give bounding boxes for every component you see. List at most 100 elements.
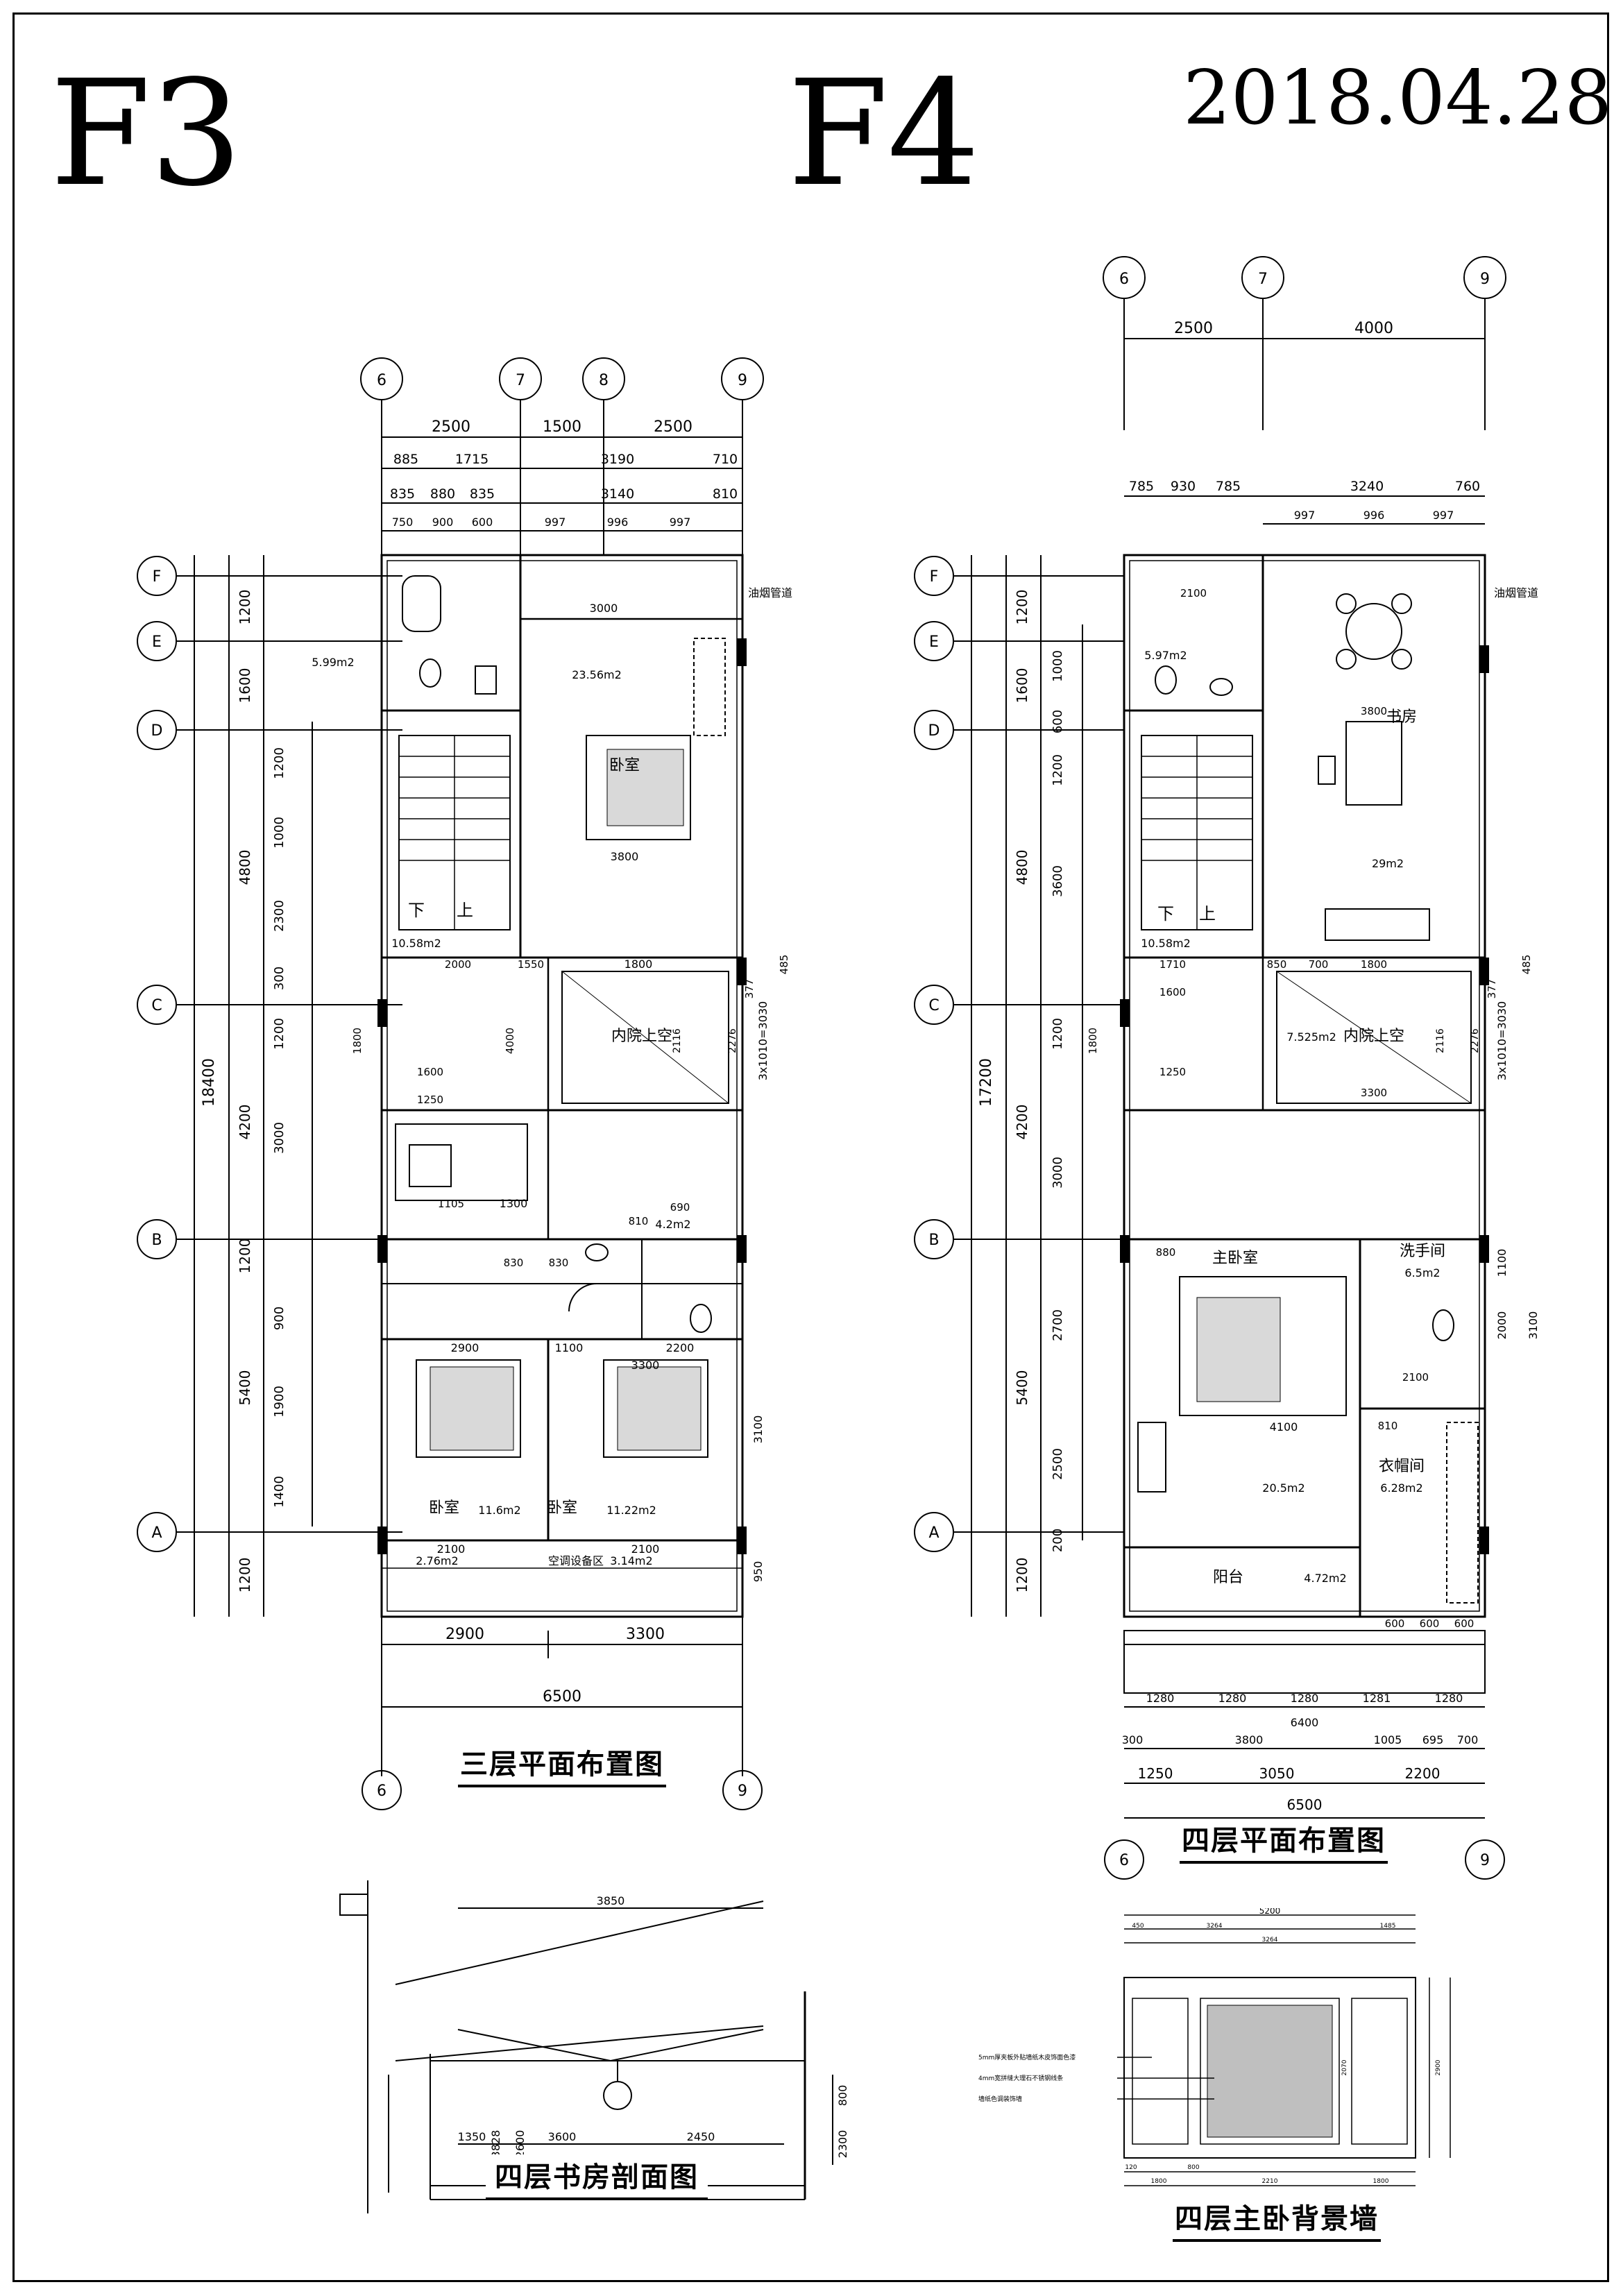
dim-text: 600 — [1454, 1617, 1475, 1630]
dim-text: 1281 — [1363, 1692, 1391, 1705]
axis-label-9-bottom: 9 — [1480, 1852, 1490, 1869]
dim-text: 1600 — [1014, 668, 1030, 704]
dim-text: 1250 — [417, 1094, 443, 1106]
elevation-master-bedroom-wall: 5mm厚夹板外贴墙纸木皮饰面色漆 4mm宽拼缝大理石不锈钢线条 墙纸色调装饰墙 … — [978, 1908, 1451, 2186]
caption-plan4: 四层平面布置图 — [1180, 1818, 1388, 1864]
dim-text: 996 — [1363, 509, 1385, 522]
dim-text: 810 — [629, 1215, 649, 1227]
dim-text: 830 — [504, 1257, 524, 1269]
dim-text: 1200 — [237, 1558, 253, 1593]
dim-text: 2200 — [666, 1341, 695, 1354]
dim-text: 3x1010=3030 — [1495, 1001, 1509, 1081]
dim-text: 1900 — [272, 1386, 287, 1418]
dim-text: 760 — [1455, 479, 1480, 494]
dim-text: 1800 — [351, 1028, 364, 1054]
dim-text: 810 — [713, 486, 738, 502]
axis-label-d: D — [151, 722, 163, 740]
stair-down-label: 下 — [408, 901, 425, 920]
dim-text: 1200 — [1014, 590, 1030, 625]
room-area: 4.72m2 — [1304, 1572, 1346, 1585]
dim-text: 1800 — [624, 958, 653, 971]
dim-text: 1715 — [455, 452, 488, 467]
room-area: 2.76m2 — [416, 1554, 458, 1567]
dim-text: 2000 — [445, 958, 471, 971]
axis-label-e: E — [929, 633, 939, 651]
drawing-date: 2018.04.28 — [1183, 55, 1613, 142]
room-area: 6.28m2 — [1380, 1481, 1422, 1495]
dim-text: 5400 — [237, 1370, 253, 1406]
dim-text: 3300 — [1361, 1087, 1387, 1099]
dim-text: 3850 — [597, 1894, 625, 1907]
dim-text: 1280 — [1435, 1692, 1463, 1705]
dim-text: 997 — [1433, 509, 1454, 522]
axis-label-a: A — [151, 1524, 162, 1542]
caption-elevation: 四层主卧背景墙 — [1173, 2196, 1381, 2242]
room-name: 洗手间 — [1400, 1243, 1445, 1260]
room-area: 4.2m2 — [655, 1218, 690, 1231]
axis-label-6: 6 — [1119, 271, 1129, 288]
floor-plan-3: 6 7 8 9 2500 1500 2500 885 1715 3190 710… — [137, 357, 792, 1810]
dim-text: 850 — [1267, 958, 1287, 971]
dim-text: 997 — [545, 516, 566, 529]
dim-text: 4800 — [1014, 850, 1030, 885]
axis-label-c: C — [928, 997, 939, 1014]
label-exhaust-duct: 油烟管道 — [748, 586, 792, 599]
stair-up-label: 上 — [1199, 904, 1216, 924]
dim-text: 1300 — [500, 1197, 528, 1210]
dim-text: 3190 — [601, 452, 634, 467]
room-area: 5.97m2 — [1144, 649, 1187, 662]
note-text: 墙纸色调装饰墙 — [978, 2095, 1022, 2103]
dim-text: 3800 — [1361, 705, 1387, 717]
dim-text: 3800 — [1235, 1733, 1264, 1746]
room-area: 3.14m2 — [610, 1554, 652, 1567]
axis-label-c: C — [151, 997, 162, 1014]
caption-plan3: 三层平面布置图 — [458, 1742, 666, 1787]
room-name: 书房 — [1386, 708, 1417, 726]
room-area: 7.525m2 — [1286, 1030, 1336, 1044]
dim-text: 1000 — [1051, 650, 1065, 682]
axis-label-d: D — [928, 722, 940, 740]
dim-text: 800 — [836, 2085, 849, 2107]
dim-text: 3240 — [1350, 479, 1384, 494]
caption-section: 四层书房剖面图 — [486, 2154, 708, 2200]
axis-label-6: 6 — [377, 372, 386, 389]
dim-text: 2500 — [1174, 320, 1213, 337]
dim-text: 1710 — [1159, 958, 1186, 971]
dim-text: 1800 — [1151, 2178, 1167, 2185]
dim-text: 2500 — [1051, 1448, 1065, 1480]
dim-text: 1600 — [237, 668, 253, 704]
room-name: 衣帽间 — [1379, 1458, 1425, 1475]
dim-text: 485 — [1520, 955, 1533, 975]
dim-text: 900 — [432, 516, 454, 529]
dim-total-text: 18400 — [201, 1058, 218, 1107]
room-name: 内院上空 — [611, 1028, 672, 1045]
dim-text: 1200 — [1014, 1558, 1030, 1593]
dim-text: 1200 — [1051, 1018, 1065, 1050]
axis-label-6-bottom: 6 — [1119, 1852, 1129, 1869]
dim-text: 785 — [1216, 479, 1241, 494]
dim-total-text: 17200 — [978, 1058, 995, 1107]
dim-text: 830 — [549, 1257, 569, 1269]
dim-text: 1280 — [1146, 1692, 1175, 1705]
title-f3: F3 — [50, 49, 242, 219]
dim-text: 2116 — [1435, 1028, 1446, 1053]
dim-text: 2100 — [437, 1542, 466, 1556]
dim-text: 1100 — [555, 1341, 584, 1354]
dim-text: 2276 — [1470, 1028, 1481, 1053]
axis-label-b: B — [928, 1232, 939, 1249]
dim-text: 695 — [1422, 1733, 1444, 1746]
dim-text: 1250 — [1138, 1765, 1173, 1782]
dim-text: 5200 — [1259, 1908, 1281, 1916]
label-exhaust-duct: 油烟管道 — [1494, 586, 1538, 599]
dim-text: 1100 — [1495, 1249, 1509, 1277]
dim-text: 3264 — [1262, 1937, 1278, 1944]
dim-text: 2300 — [272, 900, 287, 932]
axis-label-9: 9 — [738, 372, 747, 389]
dim-text: 2276 — [727, 1028, 738, 1053]
dim-text: 2900 — [1435, 2059, 1442, 2075]
dim-text: 835 — [390, 486, 415, 502]
dim-text: 3000 — [590, 602, 618, 615]
stair-down-label: 下 — [1157, 904, 1174, 924]
dim-text: 600 — [1385, 1617, 1405, 1630]
room-name: 卧室 — [609, 757, 640, 774]
